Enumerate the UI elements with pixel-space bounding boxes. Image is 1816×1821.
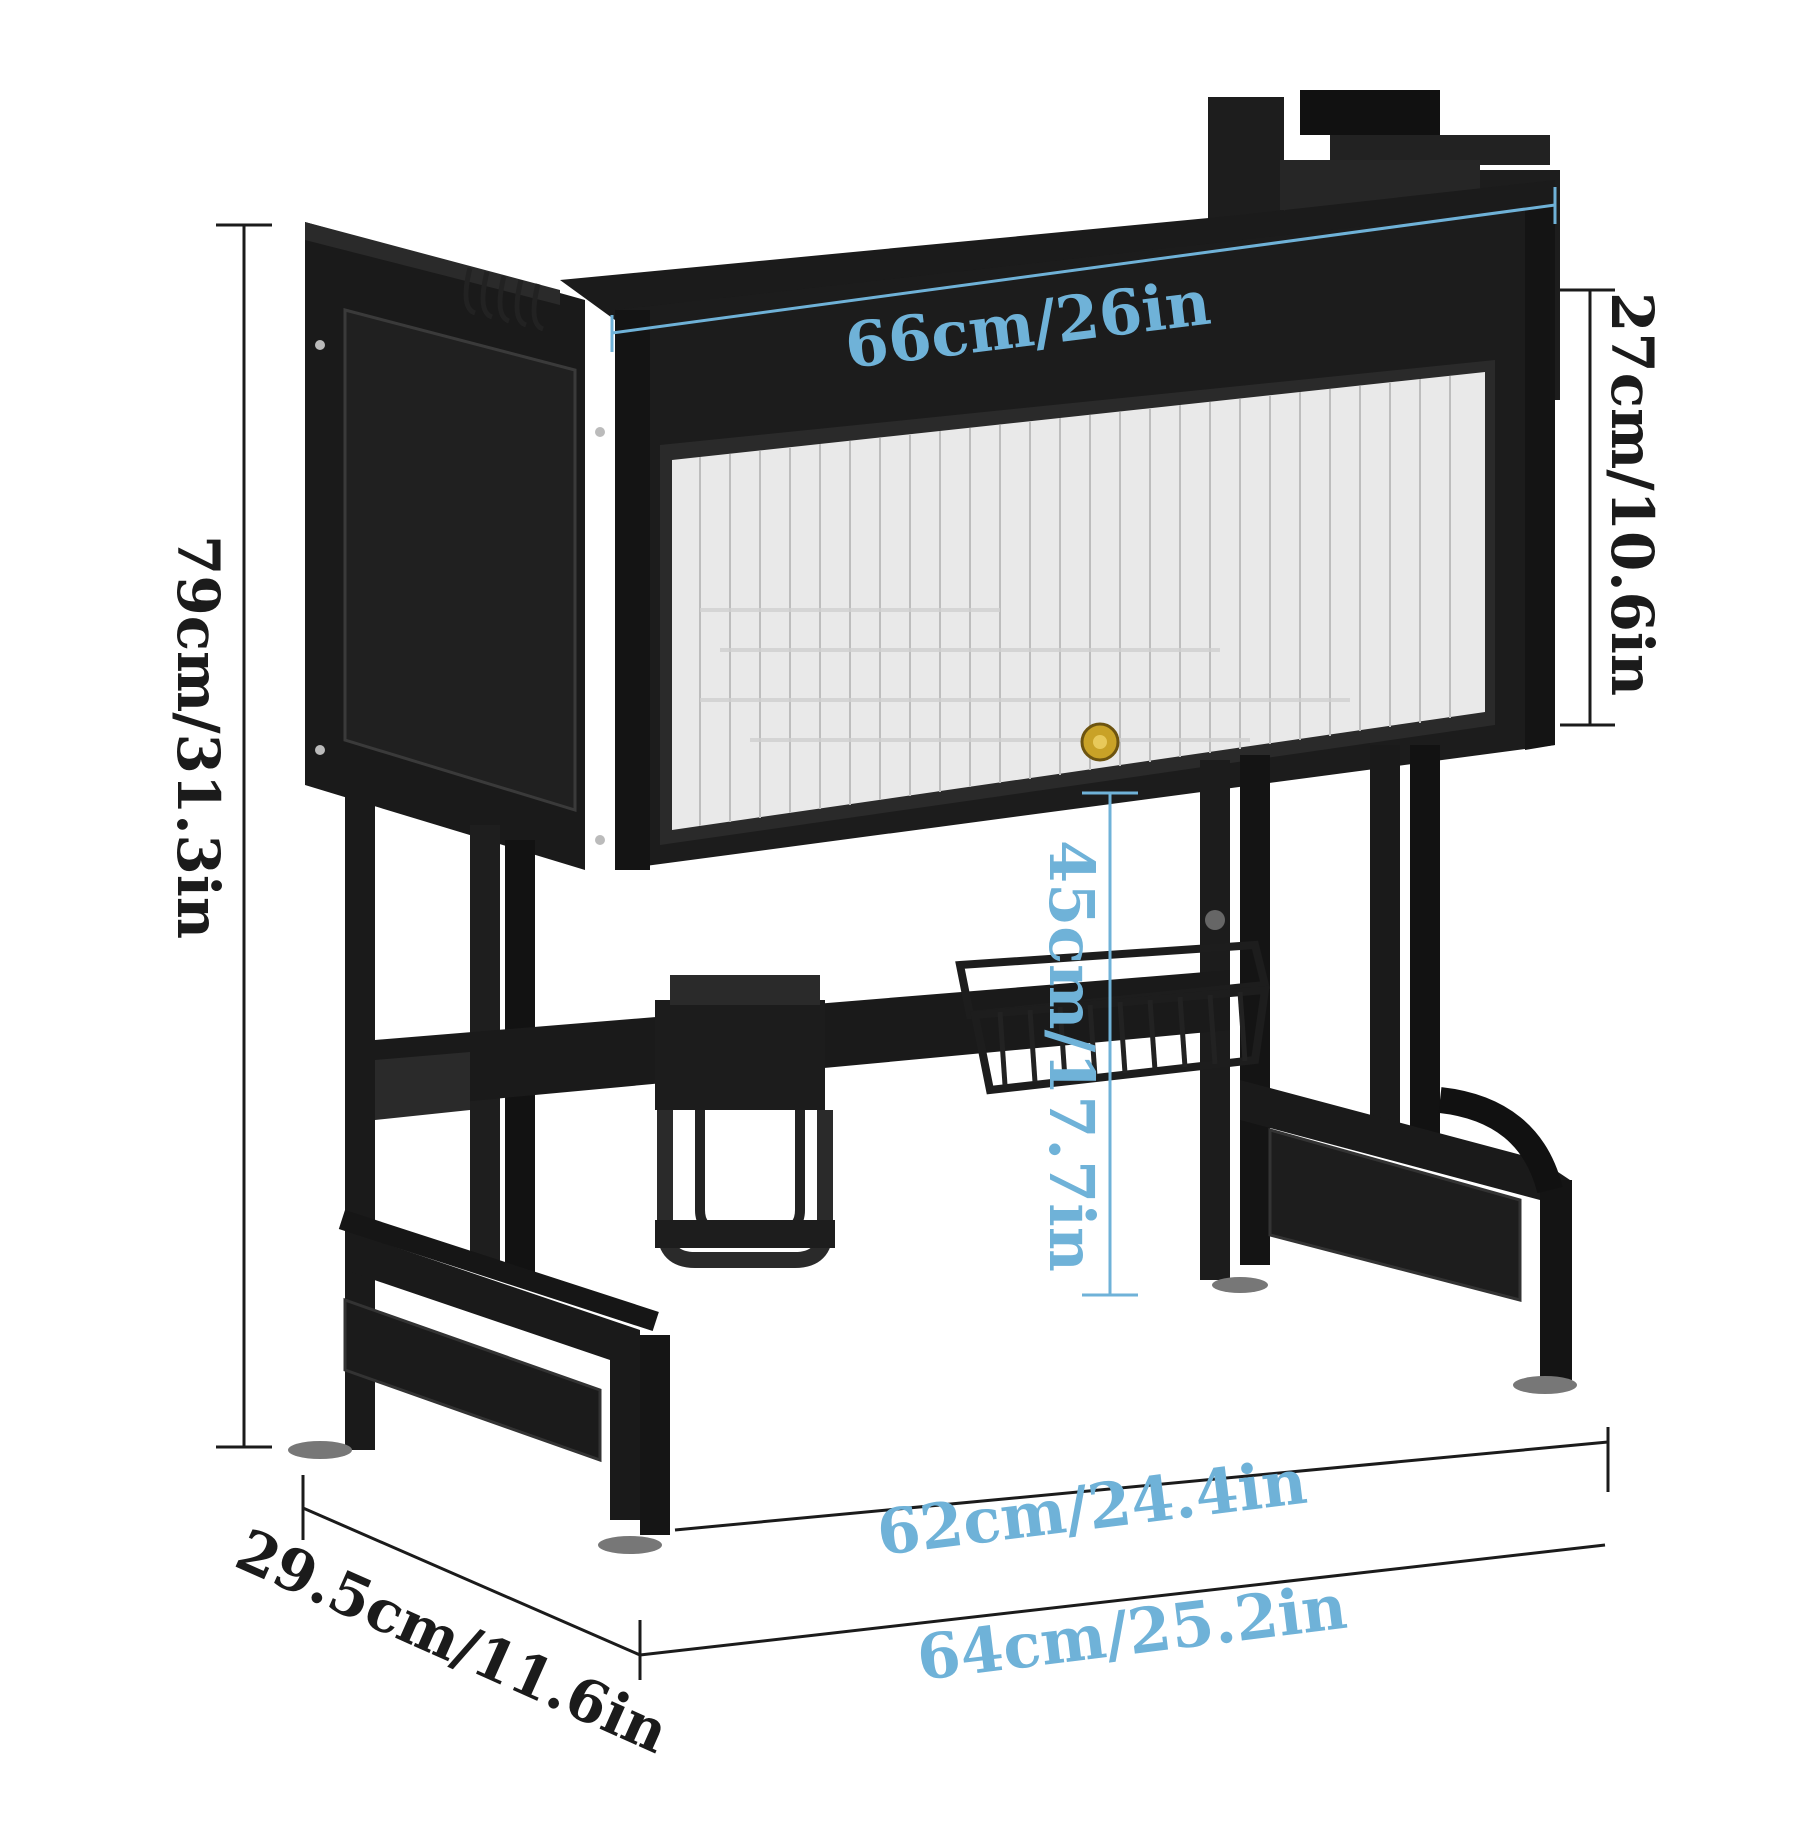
dim-line-top-width: [610, 187, 1557, 352]
left-side-panel: [305, 222, 605, 870]
label-inner-clearance: 45cm/17.7in: [1035, 840, 1108, 1272]
cutting-board-holder: [655, 975, 835, 1268]
dim-line-inner-clearance: [1082, 791, 1138, 1297]
utensil-basket: [955, 910, 1271, 1095]
front-right-leg: [1200, 745, 1577, 1394]
screw-icon: [595, 427, 605, 437]
dish-rack-illustration: [288, 90, 1577, 1554]
label-inner-width: 62cm/24.4in: [873, 1445, 1311, 1570]
hook-rail: [463, 267, 545, 332]
screw-icon: [315, 745, 325, 755]
dim-line-cabinet-height: [1560, 288, 1615, 727]
cabinet-door: [660, 360, 1495, 845]
foot-pad-icon: [1212, 1277, 1268, 1293]
foot-pad-icon: [598, 1536, 662, 1554]
dim-line-outer-width: [638, 1543, 1606, 1680]
dim-line-total-height: [216, 223, 272, 1449]
label-cabinet-height: 27cm/10.6in: [1598, 292, 1666, 696]
foot-pad-icon: [288, 1441, 352, 1459]
label-outer-width: 64cm/25.2in: [913, 1570, 1351, 1695]
label-total-height: 79cm/31.3in: [164, 535, 232, 939]
front-left-leg: [288, 790, 670, 1554]
foot-pad-icon: [1513, 1376, 1577, 1394]
screw-icon: [595, 835, 605, 845]
screw-icon: [315, 340, 325, 350]
dim-line-inner-width: [674, 1427, 1610, 1532]
dim-line-depth: [301, 1475, 641, 1657]
